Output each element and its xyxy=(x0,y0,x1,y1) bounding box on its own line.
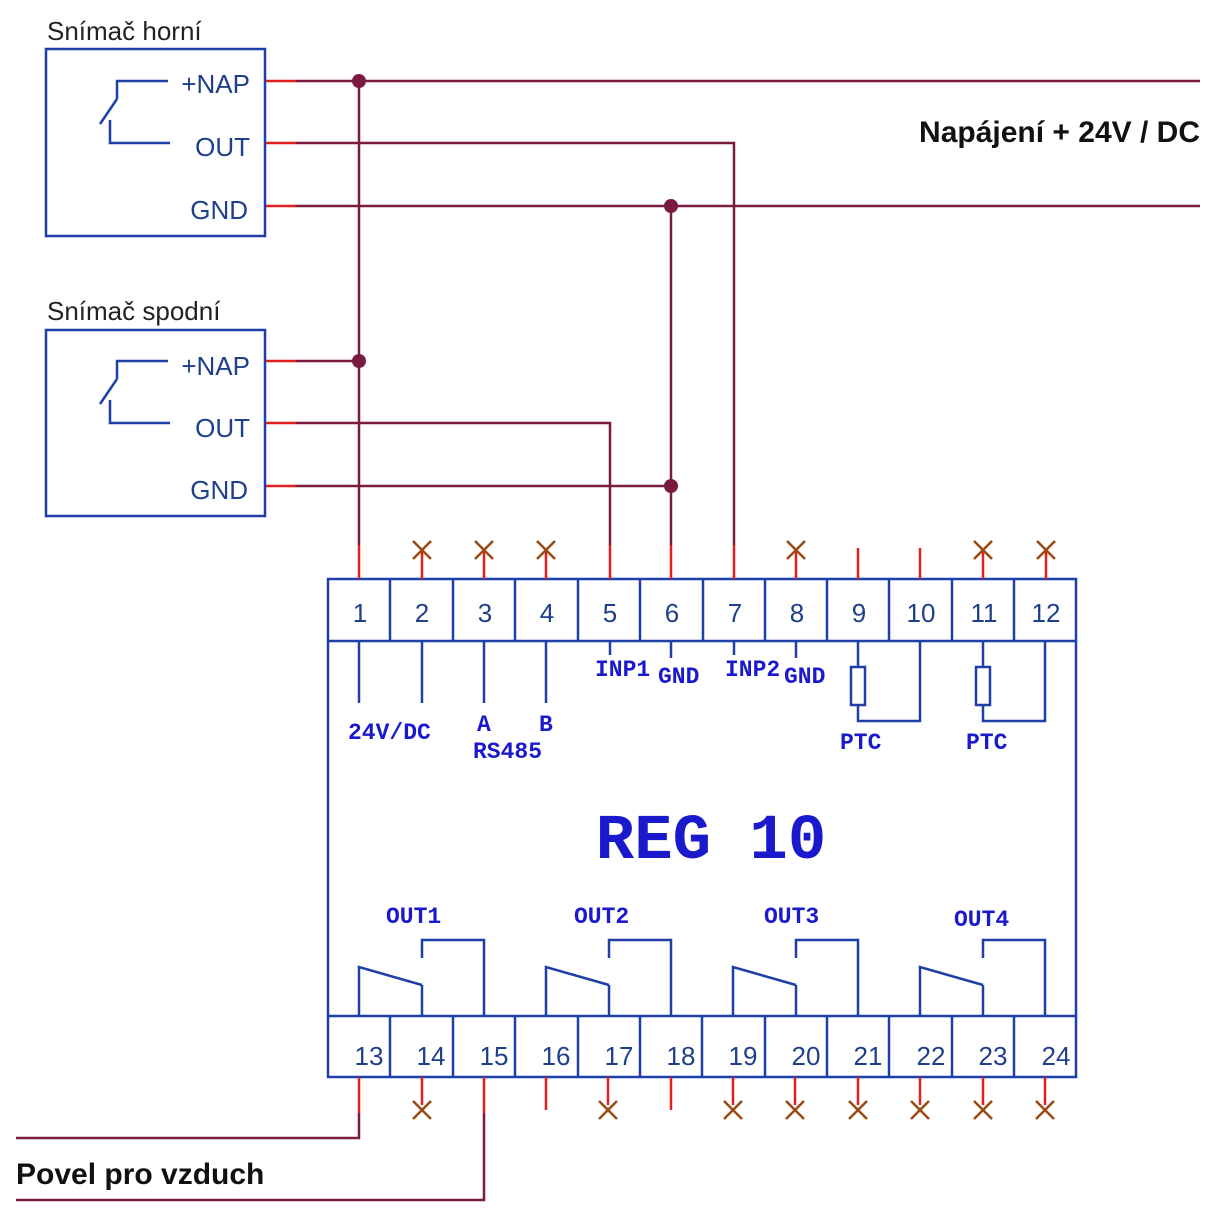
terminal-13: 13 xyxy=(355,1041,384,1071)
terminal-8: 8 xyxy=(790,598,804,628)
terminal-10: 10 xyxy=(907,598,936,628)
terminal-17: 17 xyxy=(605,1041,634,1071)
terminal-15: 15 xyxy=(480,1041,509,1071)
terminal-12: 12 xyxy=(1032,598,1061,628)
wires xyxy=(16,79,1200,1202)
terminal-6: 6 xyxy=(665,598,679,628)
terminal-19: 19 xyxy=(729,1041,758,1071)
terminal-4: 4 xyxy=(540,598,554,628)
label-inp2: INP2 xyxy=(725,657,780,683)
label-24vdc: 24V/DC xyxy=(348,720,431,746)
label-out4: OUT4 xyxy=(954,907,1009,933)
terminal-1: 1 xyxy=(353,598,367,628)
unconnected-cross-icons xyxy=(412,540,1056,1120)
label-b: B xyxy=(539,712,553,738)
label-inp1: INP1 xyxy=(595,657,650,683)
label-gnd2: GND xyxy=(784,664,825,690)
sensor-bottom-gnd-label: GND xyxy=(190,475,248,505)
sensor-bottom-out-label: OUT xyxy=(195,413,250,443)
sensor-top-nap-label: +NAP xyxy=(181,69,250,99)
terminal-9: 9 xyxy=(852,598,866,628)
label-rs485: RS485 xyxy=(473,739,542,765)
terminal-20: 20 xyxy=(792,1041,821,1071)
terminal-7: 7 xyxy=(728,598,742,628)
label-ptc2: PTC xyxy=(966,730,1008,756)
terminal-18: 18 xyxy=(667,1041,696,1071)
label-ptc1: PTC xyxy=(840,730,882,756)
sensor-top-out-label: OUT xyxy=(195,132,250,162)
sensor-bottom-box xyxy=(44,328,267,518)
bottom-terminal-dividers xyxy=(388,1016,1016,1077)
terminal-stubs xyxy=(357,545,1048,1113)
sensor-bottom-nap-label: +NAP xyxy=(181,351,250,381)
terminal-21: 21 xyxy=(854,1041,883,1071)
command-label: Povel pro vzduch xyxy=(16,1158,264,1191)
terminal-5: 5 xyxy=(603,598,617,628)
sensor-top-switch-icon xyxy=(98,79,170,145)
junction-dots xyxy=(352,74,678,493)
terminal-11: 11 xyxy=(971,598,998,628)
terminal-22: 22 xyxy=(917,1041,946,1071)
sensor-bottom-switch-icon xyxy=(98,359,170,425)
label-out2: OUT2 xyxy=(574,904,629,930)
terminal-3: 3 xyxy=(478,598,492,628)
power-label: Napájení + 24V / DC xyxy=(919,116,1200,149)
internal-wiring-top xyxy=(357,641,1047,723)
sensor-pin-stubs xyxy=(266,79,296,488)
sensor-top-box xyxy=(44,47,267,238)
bottom-terminals: 13 14 15 16 17 18 19 20 21 22 23 24 xyxy=(355,1041,1071,1071)
terminal-23: 23 xyxy=(979,1041,1008,1071)
label-out1: OUT1 xyxy=(386,904,441,930)
sensor-top-gnd-label: GND xyxy=(190,195,248,225)
terminal-14: 14 xyxy=(417,1041,446,1071)
top-terminals: 1 2 3 4 5 6 7 8 9 10 11 12 xyxy=(353,598,1061,628)
device-name: REG 10 xyxy=(596,806,826,878)
label-out3: OUT3 xyxy=(764,904,819,930)
sensor-top-title: Snímač horní xyxy=(47,16,202,46)
terminal-2: 2 xyxy=(415,598,429,628)
terminal-16: 16 xyxy=(542,1041,571,1071)
label-a: A xyxy=(477,712,491,738)
sensor-bottom-title: Snímač spodní xyxy=(47,296,221,326)
relay-contacts xyxy=(357,938,1047,1016)
top-terminal-dividers xyxy=(388,579,1016,641)
label-gnd1: GND xyxy=(658,664,699,690)
terminal-24: 24 xyxy=(1042,1041,1071,1071)
